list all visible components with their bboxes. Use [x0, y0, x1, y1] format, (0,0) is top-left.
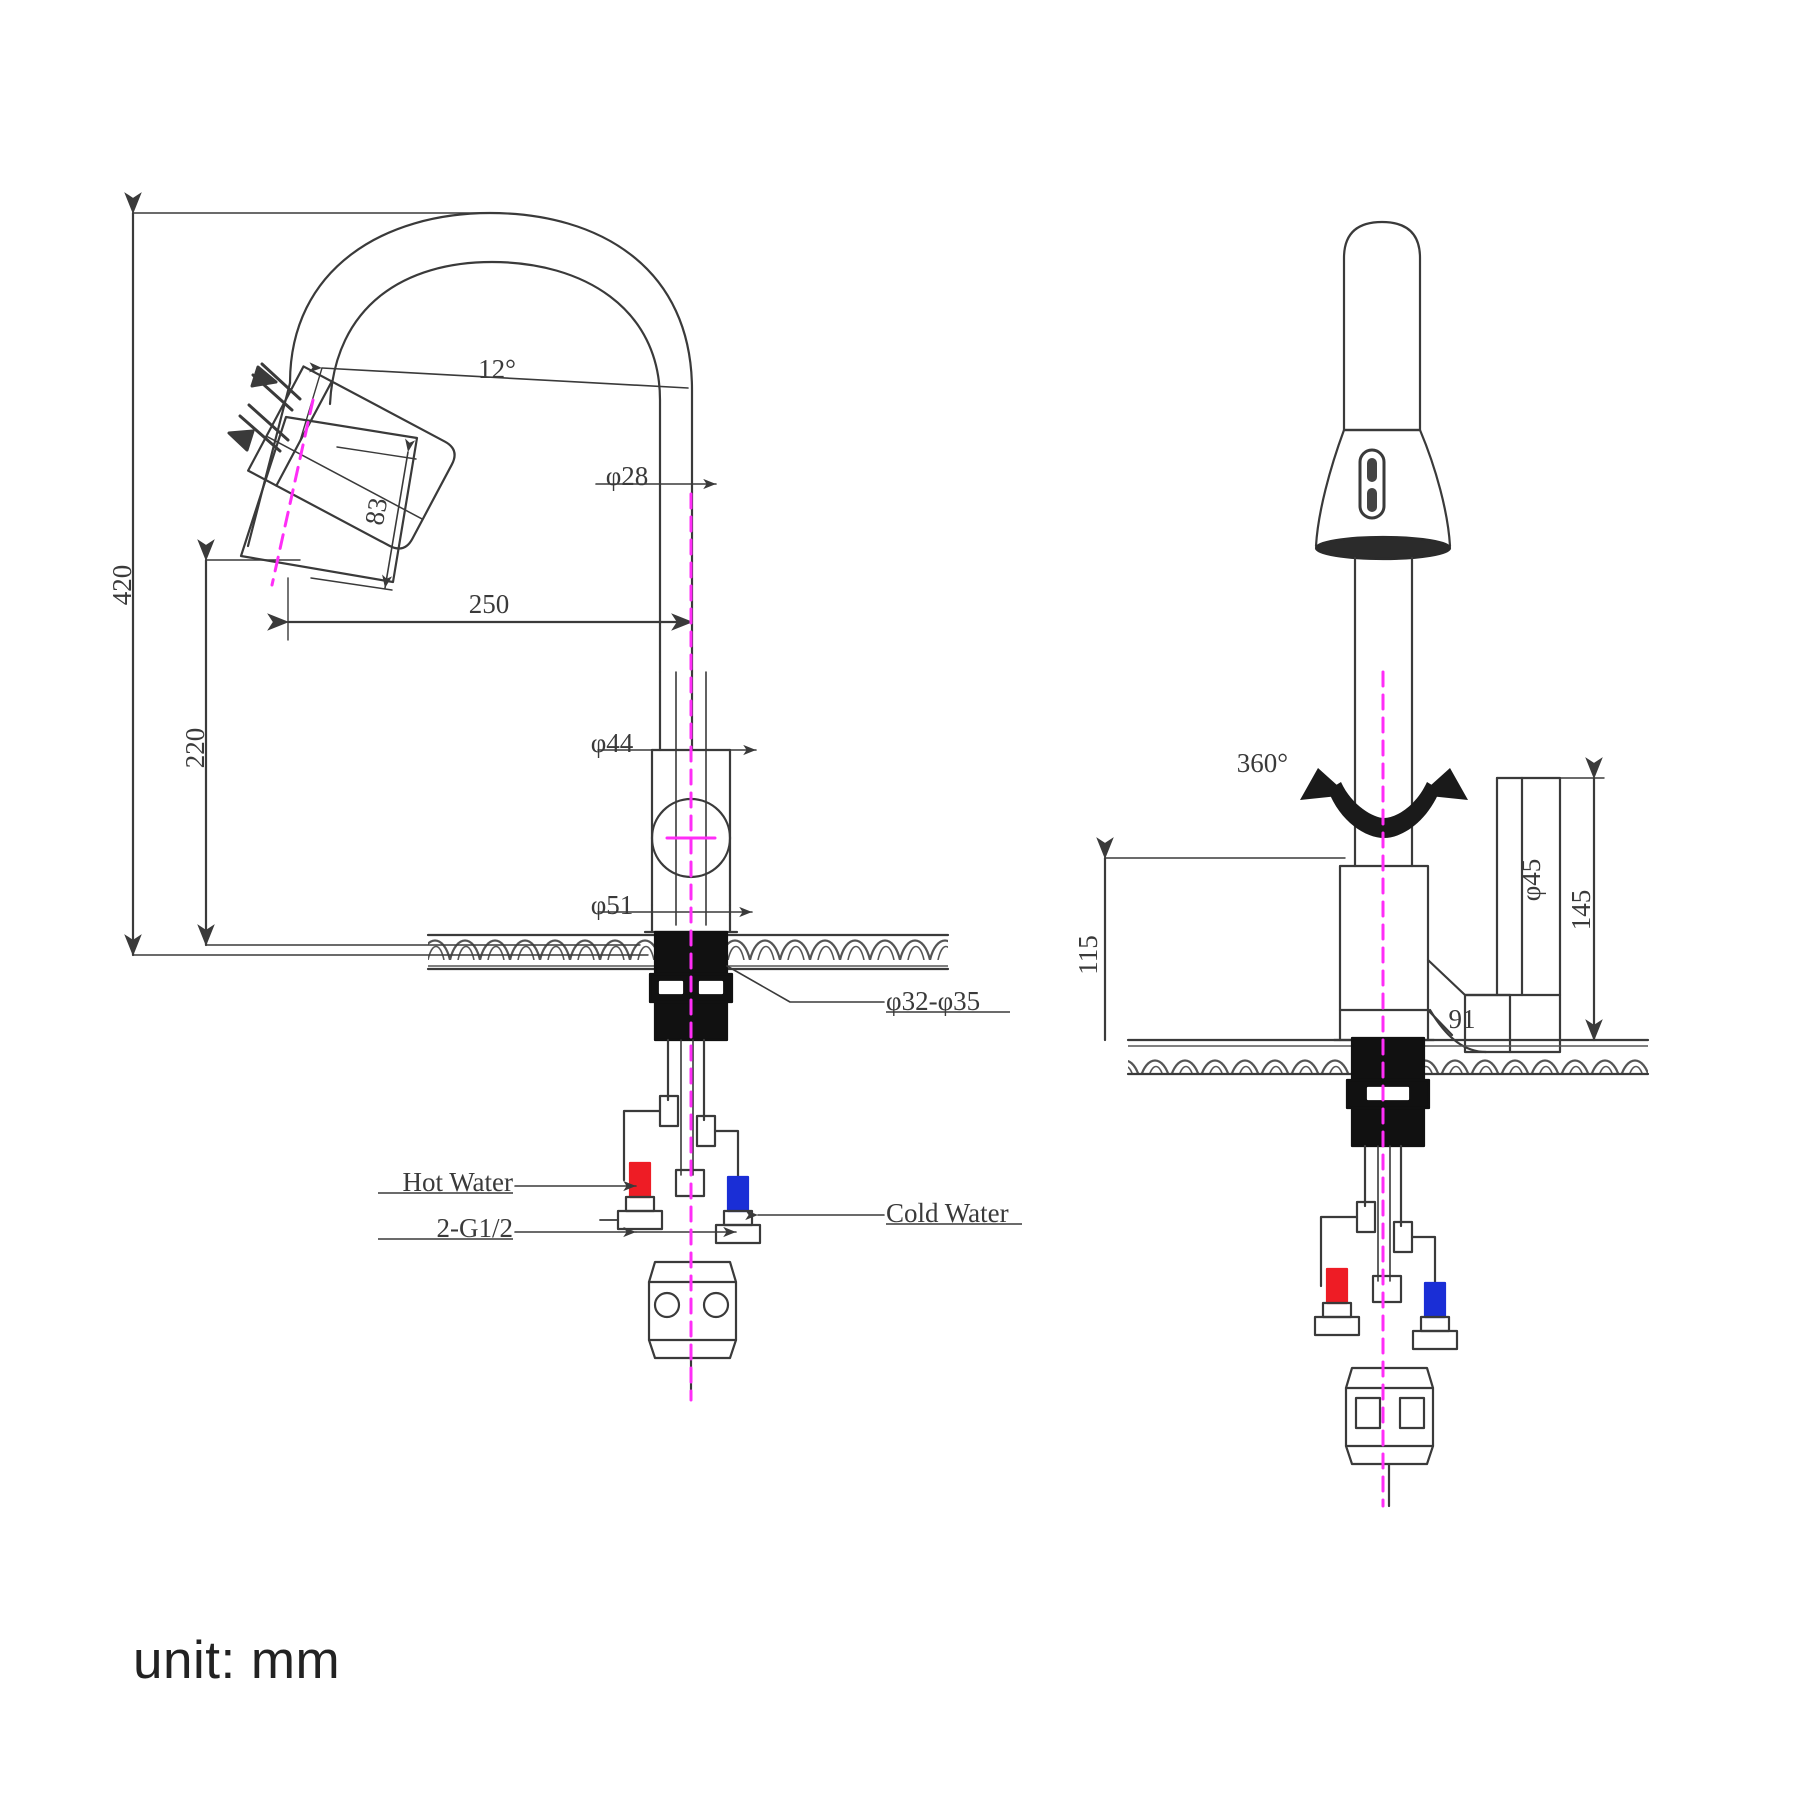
dim-text-115: 115 — [1073, 935, 1103, 975]
swivel-360-arrow — [1300, 768, 1468, 838]
sprayhead-centerline — [270, 398, 315, 587]
dim-tube-diameter-28 — [595, 478, 717, 490]
dim-text-phi51: φ51 — [591, 890, 634, 920]
dim-text-12deg: 12° — [478, 354, 516, 384]
dim-text-hole-range: φ32-φ35 — [886, 986, 980, 1016]
dim-text-250: 250 — [469, 589, 510, 619]
dim-head-length-83 — [310, 438, 417, 591]
dim-text-360deg: 360° — [1237, 748, 1288, 778]
dim-text-420: 420 — [107, 565, 137, 606]
dim-text-91: 91 — [1449, 1004, 1476, 1034]
dim-hole-diameter-leader — [726, 965, 885, 1003]
dim-spout-height-220 — [197, 539, 641, 947]
label-hot-water: Hot Water — [402, 1167, 513, 1197]
unit-note: unit: mm — [133, 1631, 341, 1690]
dim-text-83: 83 — [359, 496, 393, 528]
label-cold-water: Cold Water — [886, 1198, 1009, 1228]
front-view-mounting-hardware — [599, 930, 762, 1402]
pull-down-arrows — [227, 362, 302, 453]
front-view-head-collar — [246, 381, 292, 548]
dim-overall-height-420 — [124, 192, 649, 957]
dim-handle-height-115 — [1096, 837, 1346, 1042]
dim-handle-overall-145 — [1433, 757, 1605, 1042]
dim-handle-projection-91 — [1389, 906, 1560, 1018]
front-view-spray-head — [247, 365, 456, 550]
front-view-faucet-outline — [288, 211, 739, 934]
side-view-mounting-hardware — [1313, 1036, 1459, 1508]
dim-text-phi44: φ44 — [591, 728, 634, 758]
dim-text-220: 220 — [180, 728, 210, 769]
dim-text-145: 145 — [1566, 890, 1596, 931]
side-view-faucet-outline — [1314, 220, 1562, 1054]
dim-text-phi45: φ45 — [1516, 859, 1546, 902]
dim-text-phi28: φ28 — [606, 461, 649, 491]
label-thread-spec: 2-G1/2 — [437, 1213, 514, 1243]
